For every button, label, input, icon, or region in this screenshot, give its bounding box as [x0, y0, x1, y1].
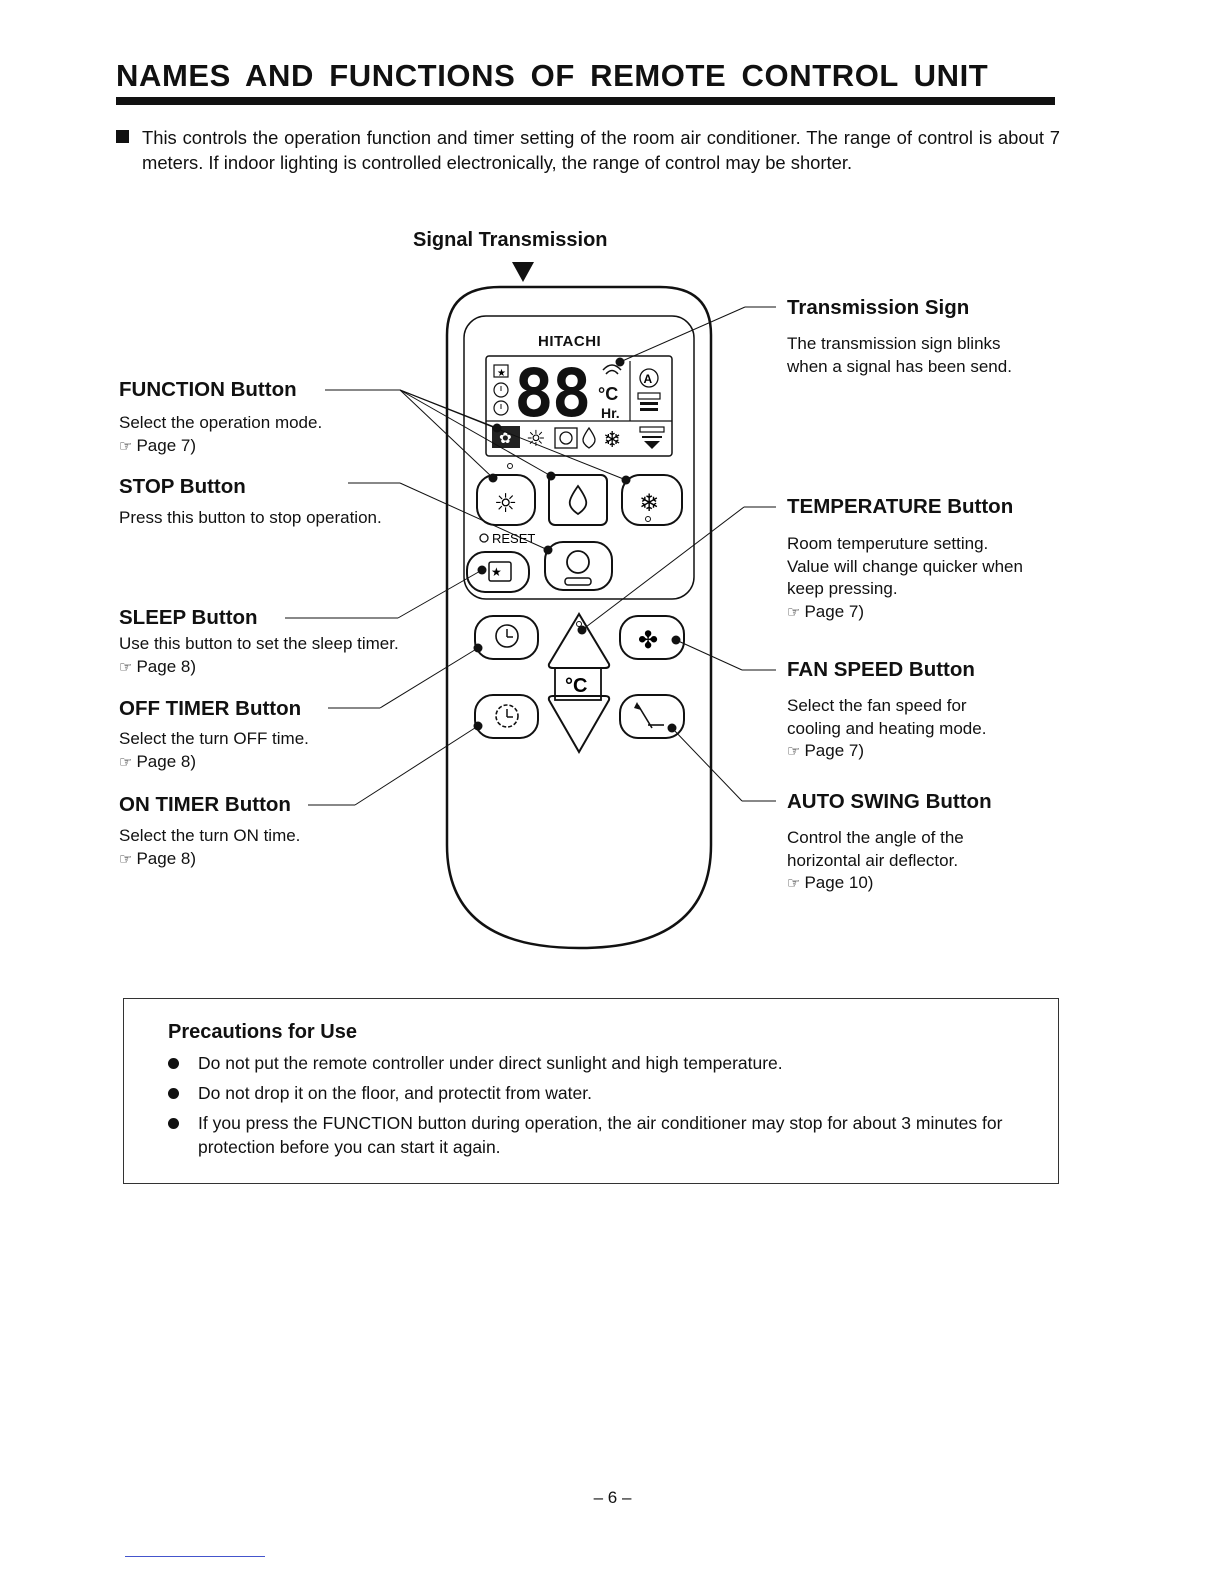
precautions-list: Do not put the remote controller under d… — [168, 1051, 1028, 1165]
transmission-sign-icon — [602, 364, 622, 375]
signal-arrow-icon — [512, 262, 534, 282]
hand-pointer-icon: ☞ — [119, 436, 133, 455]
lcd-on-timer-icon — [493, 400, 509, 416]
function-button-desc: Select the operation mode. ☞Page 7) — [119, 413, 323, 455]
temperature-key-label: °C — [554, 667, 602, 701]
temperature-button-title: TEMPERATURE Button — [787, 495, 1014, 518]
leader-dots — [473, 357, 681, 733]
off-timer-button-desc: Select the turn OFF time. ☞Page 8) — [119, 729, 309, 771]
temperature-down-button — [547, 695, 611, 755]
fan-speed-button-desc: Select the fan speed for cooling and hea… — [787, 696, 987, 760]
svg-text:✤: ✤ — [638, 626, 658, 654]
heat-mode-button: ☼ — [476, 463, 536, 526]
on-timer-button-title: ON TIMER Button — [119, 793, 291, 816]
transmission-sign-desc: The transmission sign blinks when a sign… — [787, 334, 1012, 376]
sleep-button-title: SLEEP Button — [119, 606, 258, 629]
auto-swing-button — [619, 694, 685, 739]
intro-text: This controls the operation function and… — [142, 127, 1060, 173]
page-number: – 6 – — [593, 1488, 632, 1507]
precautions-box: Precautions for Use Do not put the remot… — [123, 998, 1059, 1184]
cool-mode-button: ❄ — [621, 474, 683, 526]
page-title: NAMES AND FUNCTIONS OF REMOTE CONTROL UN… — [116, 58, 989, 93]
scan-artifact-line — [125, 1556, 265, 1557]
hand-pointer-icon: ☞ — [787, 874, 801, 892]
lcd-off-timer-icon — [493, 382, 509, 398]
lcd-auto-icon: A — [639, 368, 659, 388]
lcd-celsius: °C — [598, 384, 618, 404]
hand-pointer-icon: ☞ — [119, 657, 133, 676]
lcd-digits: 88 — [514, 355, 589, 432]
off-timer-button-title: OFF TIMER Button — [119, 697, 302, 720]
svg-text:☼: ☼ — [526, 427, 546, 452]
remote-diagram: ★ 88 °C Hr. A ✿ ☼ ❄ ☼ ❄ — [285, 262, 776, 950]
svg-text:°C: °C — [565, 675, 587, 697]
reset-hole-icon — [479, 533, 489, 543]
auto-swing-button-title: AUTO SWING Button — [787, 790, 992, 813]
title-rule — [116, 97, 1055, 105]
transmission-sign-title: Transmission Sign — [787, 296, 970, 319]
dry-mode-button — [548, 474, 608, 526]
stop-button — [544, 541, 613, 591]
temperature-button-desc: Room temperuture setting. Value will cha… — [787, 534, 1023, 621]
off-timer-button — [474, 615, 539, 660]
leader-lines — [285, 306, 776, 806]
on-timer-button-desc: Select the turn ON time. ☞Page 8) — [119, 826, 301, 868]
remote-body — [445, 285, 713, 950]
square-bullet-icon — [116, 130, 129, 143]
svg-text:★: ★ — [497, 368, 506, 379]
function-button-title: FUNCTION Button — [119, 378, 297, 401]
lcd-screen — [485, 355, 673, 457]
svg-text:❄: ❄ — [603, 428, 621, 453]
sleep-button: ★ — [466, 551, 530, 593]
reset-label: RESET — [492, 531, 535, 546]
signal-transmission-label: Signal Transmission — [413, 229, 608, 251]
svg-text:❄: ❄ — [639, 489, 659, 517]
on-timer-button — [474, 694, 539, 739]
stop-button-desc: Press this button to stop operation. — [119, 508, 382, 527]
lcd-sleep-icon: ★ — [493, 364, 509, 379]
sleep-button-desc: Use this button to set the sleep timer. … — [119, 634, 399, 676]
hand-pointer-icon: ☞ — [119, 752, 133, 771]
hand-pointer-icon: ☞ — [787, 602, 801, 621]
hand-pointer-icon: ☞ — [119, 849, 133, 868]
lcd-fan-level-icon — [637, 392, 661, 411]
fan-speed-button-title: FAN SPEED Button — [787, 658, 975, 681]
list-item: Do not put the remote controller under d… — [168, 1051, 1028, 1075]
remote-top-panel — [463, 315, 695, 600]
stop-button-title: STOP Button — [119, 475, 246, 498]
svg-text:☼: ☼ — [494, 489, 517, 519]
lcd-hours: Hr. — [601, 405, 620, 421]
svg-text:★: ★ — [491, 565, 502, 579]
fan-speed-button: ✤ — [619, 615, 685, 660]
list-item: If you press the FUNCTION button during … — [168, 1111, 1028, 1159]
svg-text:A: A — [644, 372, 653, 386]
brand-logo: HITACHI — [538, 333, 602, 350]
precautions-title: Precautions for Use — [168, 1021, 357, 1043]
intro-paragraph: This controls the operation function and… — [116, 125, 1060, 175]
auto-swing-button-desc: Control the angle of the horizontal air … — [787, 828, 964, 892]
list-item: Do not drop it on the floor, and protect… — [168, 1081, 1028, 1105]
hand-pointer-icon: ☞ — [787, 742, 801, 760]
